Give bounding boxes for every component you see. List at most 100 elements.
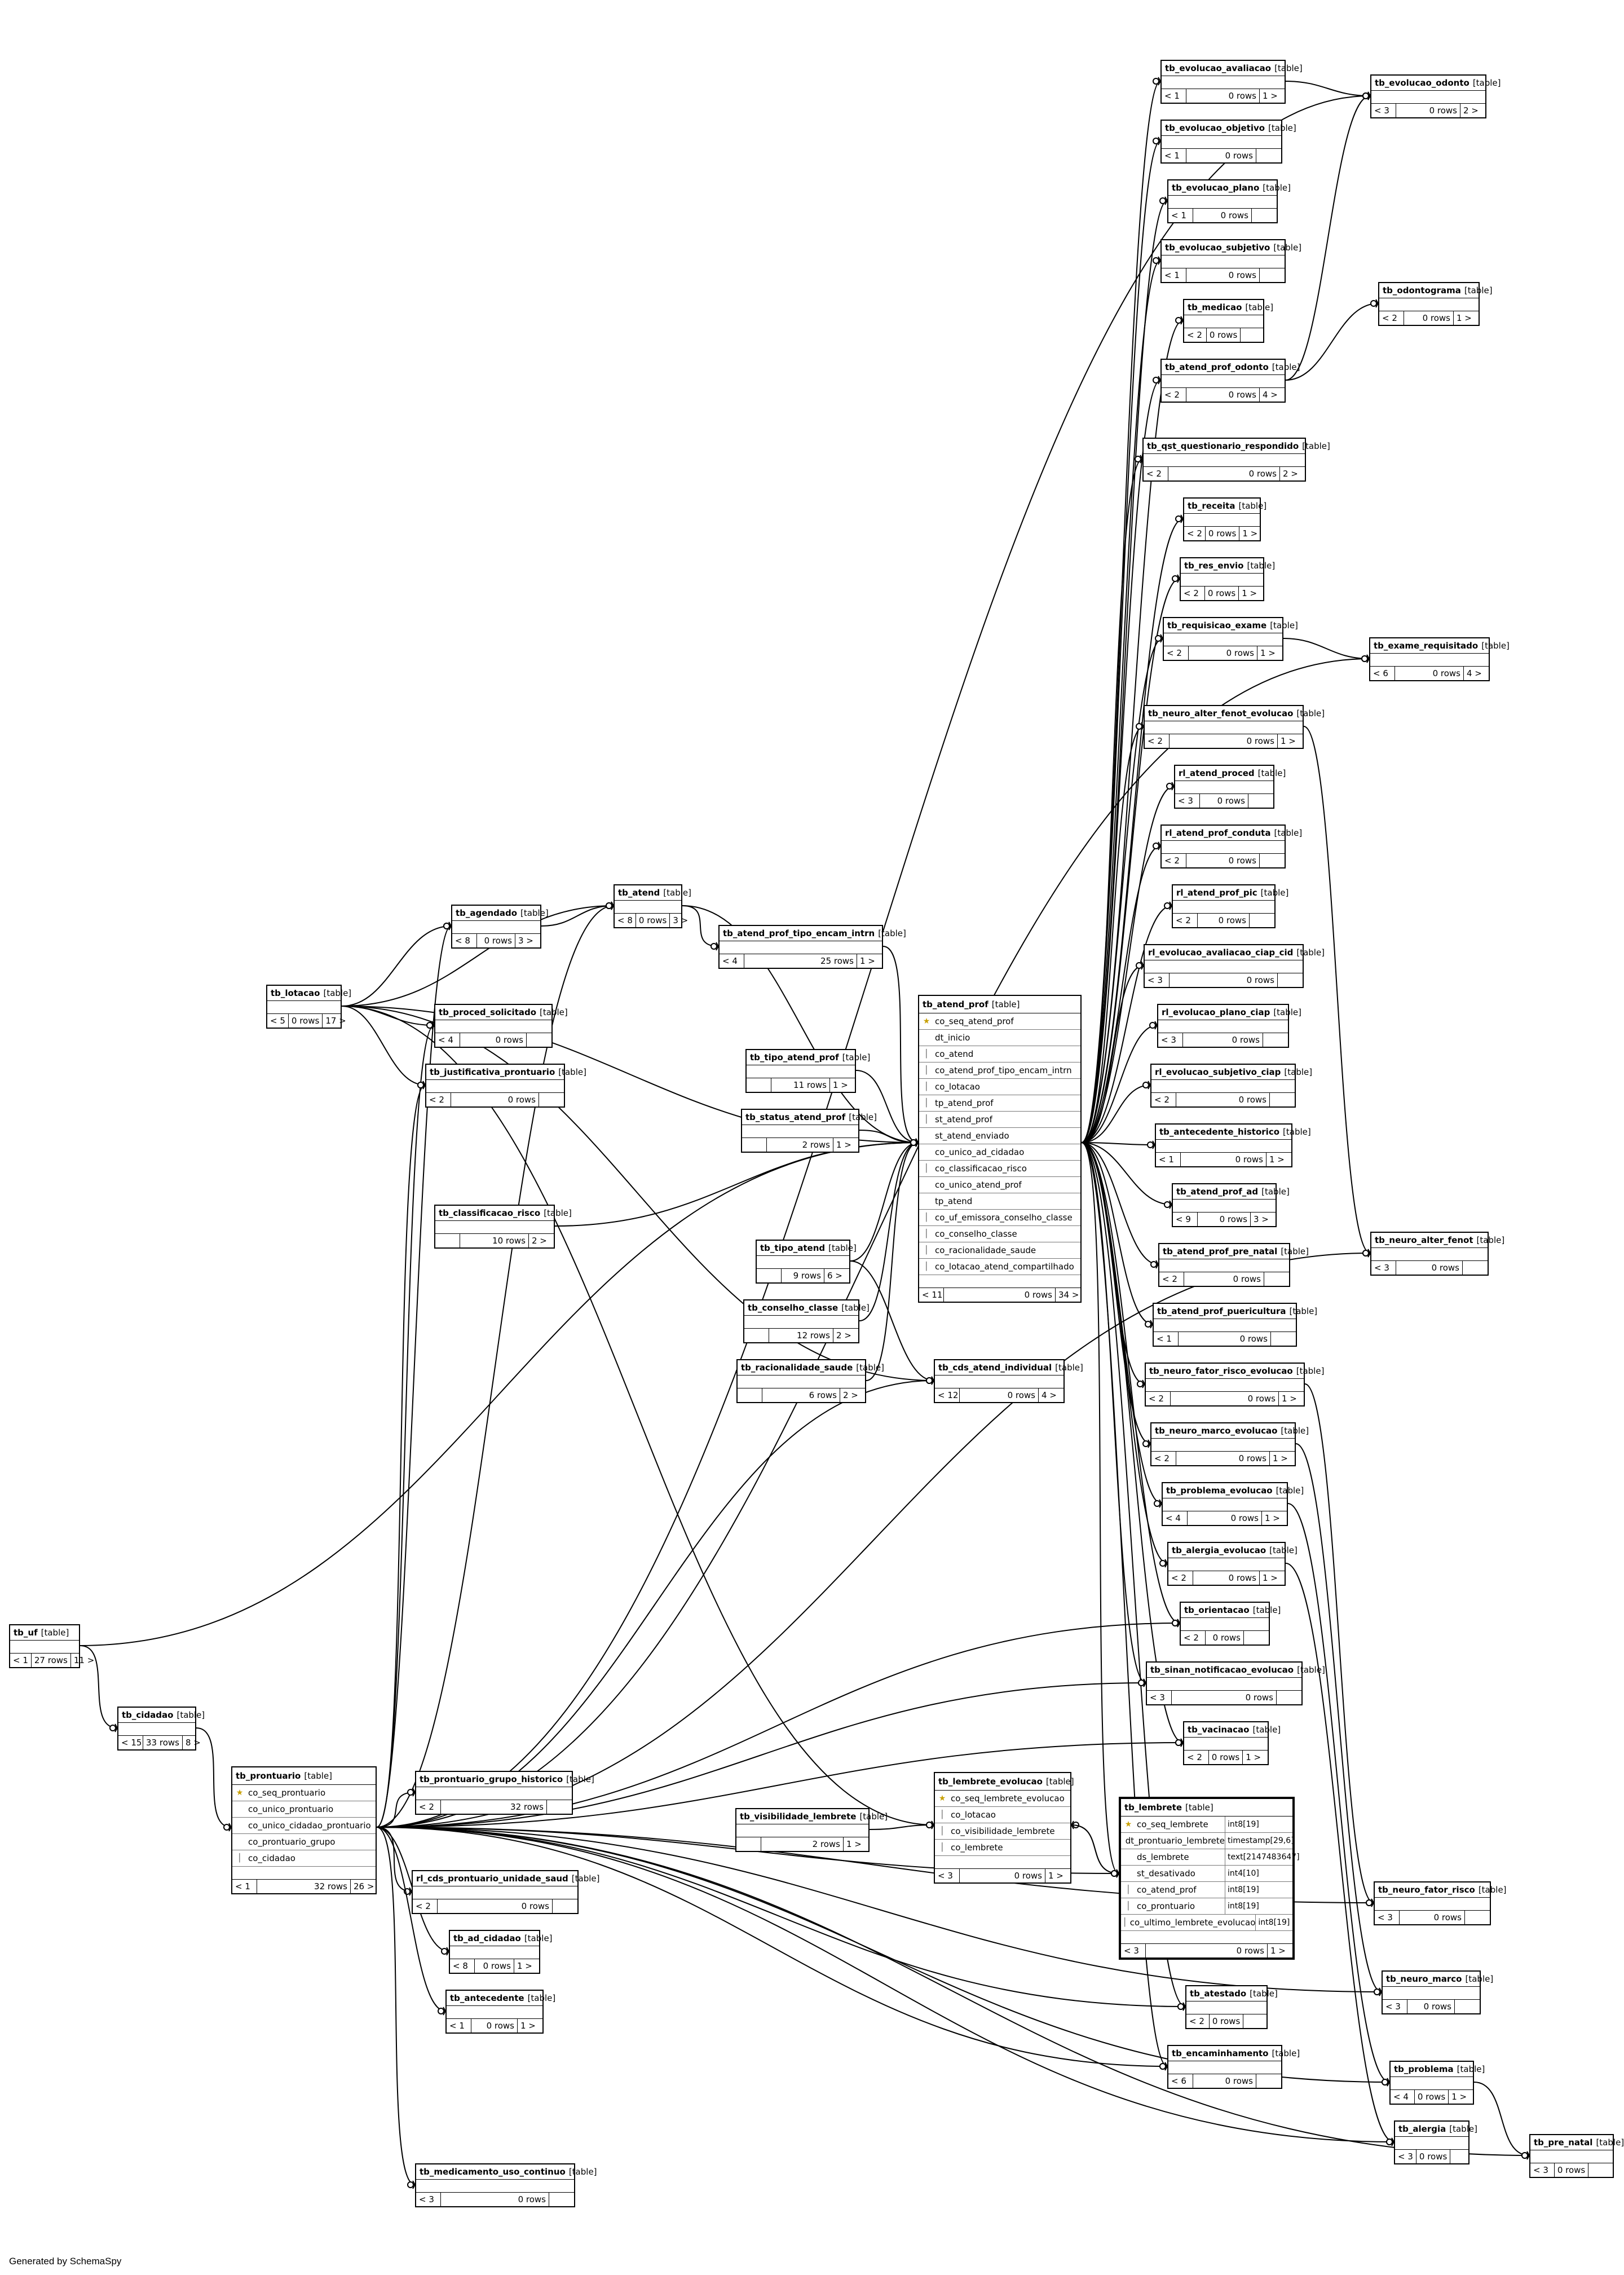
parents-count[interactable]: < 6 (1168, 2074, 1193, 2088)
parents-count[interactable]: < 2 (1162, 388, 1186, 402)
table-header[interactable]: tb_vacinacao[table] (1184, 1722, 1281, 1738)
children-count[interactable] (1260, 854, 1285, 867)
table-tb-atend-prof-tipo-encam-intrn[interactable]: tb_atend_prof_tipo_encam_intrn[table]< 4… (718, 925, 906, 969)
table-header[interactable]: tb_pre_natal[table] (1530, 2135, 1624, 2150)
table-rl-cds-prontuario-unidade-saud[interactable]: rl_cds_prontuario_unidade_saud[table]< 2… (412, 1870, 599, 1914)
table-header[interactable]: rl_cds_prontuario_unidade_saud[table] (413, 1871, 599, 1886)
children-count[interactable]: 1 > (520, 2021, 536, 2031)
children-count[interactable]: 1 > (517, 1961, 532, 1971)
parents-count[interactable] (747, 1078, 771, 1092)
parents-count[interactable] (435, 1234, 460, 1247)
children-count[interactable]: 17 > (325, 1016, 346, 1026)
table-header[interactable]: tb_conselho_classe[table] (744, 1300, 870, 1316)
parents-count[interactable]: < 3 (1375, 1911, 1400, 1924)
parents-count[interactable]: < 3 (416, 2193, 441, 2206)
children-count[interactable] (1256, 149, 1281, 162)
column-row[interactable]: │co_atend (919, 1046, 1080, 1062)
table-header[interactable]: tb_atend_prof_odonto[table] (1162, 360, 1300, 375)
children-count[interactable]: 4 > (1467, 668, 1482, 678)
table-header[interactable]: tb_problema[table] (1391, 2062, 1485, 2077)
parents-count[interactable] (744, 1329, 769, 1342)
table-rl-evolucao-avaliacao-ciap-cid[interactable]: rl_evolucao_avaliacao_ciap_cid[table]< 3… (1144, 944, 1325, 988)
table-header[interactable]: rl_atend_prof_pic[table] (1173, 885, 1288, 901)
table-header[interactable]: tb_ad_cidadao[table] (450, 1931, 553, 1946)
parents-count[interactable]: < 5 (267, 1014, 289, 1028)
table-header[interactable]: tb_atend[table] (615, 885, 691, 901)
children-count[interactable] (1250, 914, 1274, 927)
parents-count[interactable]: < 1 (1154, 1332, 1179, 1346)
children-count[interactable]: 1 > (1282, 1394, 1297, 1404)
parents-count[interactable]: < 4 (1163, 1511, 1188, 1525)
table-header[interactable]: tb_tipo_atend[table] (757, 1241, 857, 1256)
table-header[interactable]: tb_evolucao_avaliacao[table] (1162, 61, 1303, 76)
children-count[interactable]: 6 > (827, 1271, 842, 1281)
children-count[interactable]: 2 > (836, 1330, 851, 1341)
children-count[interactable] (1243, 2014, 1266, 2028)
table-header[interactable]: tb_lembrete_evolucao[table] (935, 1773, 1074, 1791)
column-row[interactable]: │co_lotacao (935, 1807, 1070, 1823)
parents-count[interactable]: < 8 (452, 934, 477, 947)
parents-count[interactable]: < 2 (1164, 646, 1189, 660)
table-header[interactable]: tb_lotacao[table] (267, 986, 351, 1001)
children-count[interactable] (1450, 2150, 1468, 2163)
parents-count[interactable]: < 3 (1147, 1691, 1172, 1704)
parents-count[interactable]: < 2 (1186, 2014, 1210, 2028)
parents-count[interactable]: < 8 (615, 914, 636, 927)
table-header[interactable]: rl_atend_proced[table] (1175, 766, 1286, 781)
column-row[interactable]: │st_atend_prof (919, 1112, 1080, 1128)
column-row[interactable]: │co_lotacao (919, 1079, 1080, 1095)
table-header[interactable]: tb_visibilidade_lembrete[table] (736, 1809, 888, 1824)
table-header[interactable]: tb_encaminhamento[table] (1168, 2046, 1300, 2061)
children-count[interactable] (1455, 2000, 1480, 2013)
parents-count[interactable]: < 2 (1379, 311, 1404, 325)
children-count[interactable]: 1 > (1263, 1573, 1278, 1583)
children-count[interactable]: 2 > (532, 1236, 547, 1246)
table-header[interactable]: tb_neuro_alter_fenot_evolucao[table] (1145, 706, 1325, 721)
column-row[interactable]: │co_atend_prof_tipo_encam_intrn (919, 1062, 1080, 1079)
column-row[interactable]: tp_atend (919, 1193, 1080, 1210)
parents-count[interactable]: < 2 (1151, 1452, 1176, 1465)
table-header[interactable]: tb_atend_prof_tipo_encam_intrn[table] (720, 926, 906, 941)
children-count[interactable]: 1 > (1260, 648, 1276, 658)
children-count[interactable]: 1 > (1269, 1154, 1285, 1165)
parents-count[interactable]: < 2 (1159, 1272, 1184, 1286)
children-count[interactable] (1277, 1691, 1301, 1704)
children-count[interactable] (1248, 794, 1273, 808)
table-header[interactable]: tb_res_envio[table] (1181, 558, 1275, 574)
children-count[interactable]: 1 > (1242, 528, 1258, 539)
children-count[interactable]: 1 > (1457, 313, 1472, 323)
children-count[interactable]: 1 > (1242, 588, 1257, 598)
parents-count[interactable]: < 2 (1146, 1392, 1171, 1405)
table-tb-lembrete-evolucao[interactable]: tb_lembrete_evolucao[table]★co_seq_lembr… (934, 1772, 1074, 1884)
children-count[interactable] (1263, 1033, 1288, 1047)
parents-count[interactable]: < 2 (1181, 587, 1205, 600)
children-count[interactable] (553, 1899, 577, 1913)
table-header[interactable]: tb_evolucao_odonto[table] (1371, 76, 1501, 91)
children-count[interactable] (1252, 209, 1277, 222)
parents-count[interactable]: < 2 (1181, 1631, 1206, 1644)
parents-count[interactable]: < 2 (1145, 734, 1170, 748)
